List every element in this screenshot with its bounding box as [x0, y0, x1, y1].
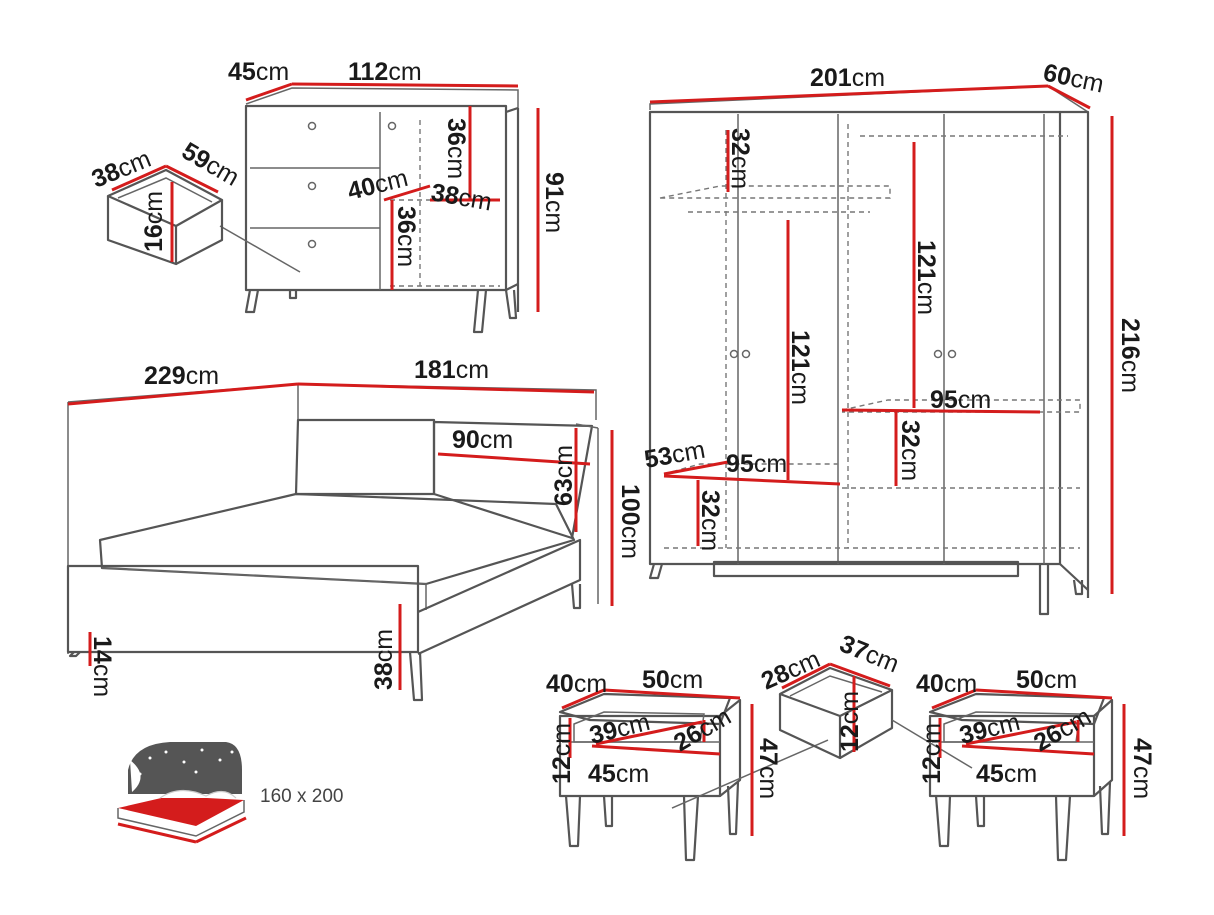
dresser-dimension-lines: [245, 82, 540, 312]
nightstand-left-height-label: 47cm: [754, 738, 782, 799]
nightstand-drawer-dimension-lines: [781, 662, 891, 752]
wardrobe-width-label: 201cm: [810, 64, 885, 92]
nightstand-right-drawer-inner-label: 26cm: [1029, 702, 1096, 757]
dresser-shelf-top-label: 36cm: [442, 118, 470, 179]
dresser-shelf-width-label: 38cm: [429, 178, 494, 216]
dresser-drawer-dimension-lines: [111, 164, 219, 262]
nightstand-right-dimension-lines: [931, 688, 1126, 836]
wardrobe-height-label: 216cm: [1116, 318, 1144, 393]
nightstand-left: [558, 692, 829, 862]
dresser-depth-label: 45cm: [228, 58, 289, 86]
wardrobe-shelf-width-right-label: 95cm: [930, 386, 991, 414]
nightstand-left-depth-label: 40cm: [546, 670, 607, 698]
dresser-drawer-height-label: 16cm: [140, 191, 168, 252]
wardrobe-shelf-gap-right-label: 32cm: [896, 420, 924, 481]
bed-width-label: 181cm: [414, 356, 489, 384]
nightstand-right-width-label: 50cm: [1016, 666, 1077, 694]
bed-frame-height-label: 38cm: [370, 629, 398, 690]
nightstand-right-drawer-height-label: 12cm: [918, 723, 946, 784]
nightstand-left-drawer-inner-label: 26cm: [669, 702, 736, 757]
dresser-drawer-depth-label: 59cm: [177, 137, 244, 192]
nightstand-left-drawer-height-label: 12cm: [548, 723, 576, 784]
wardrobe-hanging-right-label: 121cm: [912, 240, 940, 315]
wardrobe-top-gap-label: 32cm: [726, 128, 754, 189]
wardrobe-shelf-width-left-label: 95cm: [726, 450, 787, 478]
nightstand-left-drawer-width-label: 45cm: [588, 760, 649, 788]
mattress-size-label: 160 x 200: [260, 786, 343, 807]
wardrobe-dimension-lines: [649, 84, 1114, 594]
nightstand-drawer-height-label: 12cm: [836, 691, 864, 752]
wardrobe-hanging-left-label: 121cm: [786, 330, 814, 405]
nightstand-left-dimension-lines: [561, 688, 754, 836]
bed-length-label: 229cm: [144, 362, 219, 390]
bed-panel-height-label: 63cm: [550, 445, 578, 506]
mattress-size-icon: [117, 742, 247, 844]
nightstand-drawer: [778, 666, 894, 760]
dresser-shelf-bottom-label: 36cm: [392, 206, 420, 267]
nightstand-right-depth-label: 40cm: [916, 670, 977, 698]
wardrobe-depth-label: 60cm: [1041, 58, 1107, 98]
nightstand-left-width-label: 50cm: [642, 666, 703, 694]
wardrobe-shelf-gap-left-label: 32cm: [696, 490, 724, 551]
nightstand-right-drawer-depth-label: 39cm: [957, 708, 1023, 750]
nightstand-right-drawer-width-label: 45cm: [976, 760, 1037, 788]
nightstand-right-height-label: 47cm: [1128, 738, 1156, 799]
bed-dimension-lines: [67, 382, 614, 690]
dresser-height-label: 91cm: [540, 172, 568, 233]
bed-headboard-height-label: 100cm: [616, 484, 644, 559]
dresser-drawer: [106, 168, 224, 266]
bed-panel-width-label: 90cm: [452, 426, 513, 454]
bed-leg-clearance-label: 14cm: [88, 636, 116, 697]
bed: [66, 383, 599, 702]
dresser-width-label: 112cm: [348, 58, 422, 86]
wardrobe: [648, 85, 1090, 616]
wardrobe-inner-depth-label: 53cm: [642, 436, 707, 474]
